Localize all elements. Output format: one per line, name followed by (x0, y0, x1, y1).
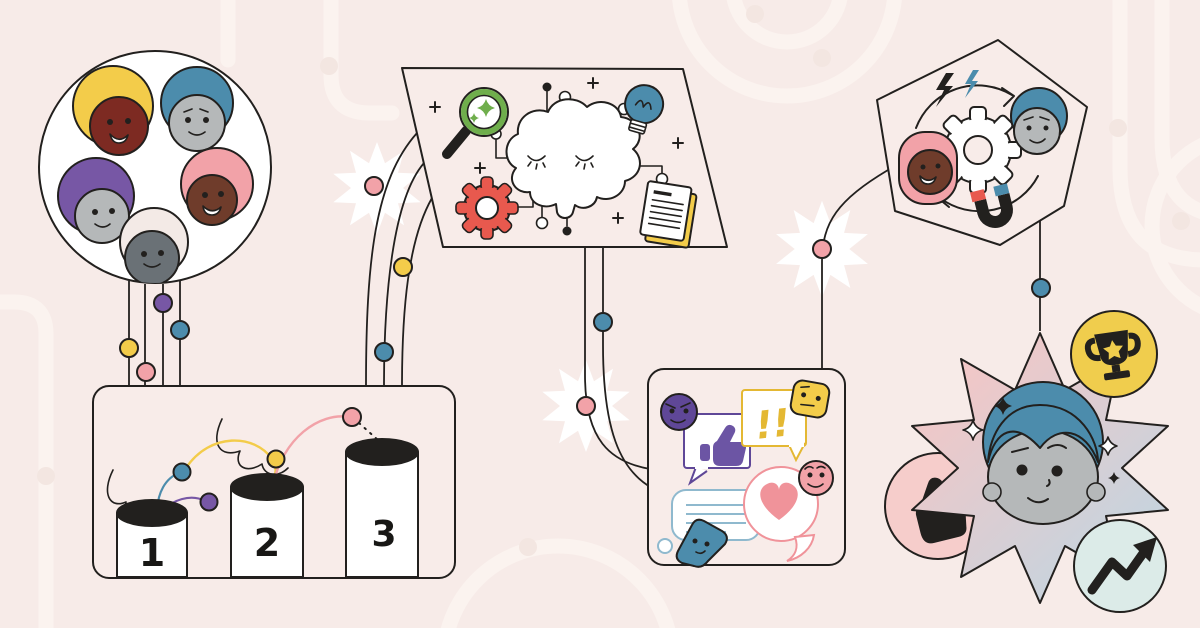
plus-marks (429, 77, 684, 224)
lightning-bolt-icon (936, 73, 954, 107)
sync-hexagon (876, 39, 1088, 246)
magnet-icon (970, 183, 1013, 228)
typing-dot (657, 538, 673, 554)
heart-balloon (743, 466, 819, 562)
connector-panel-to-chat (584, 247, 651, 470)
team-circle (38, 50, 272, 284)
chat-panel: !! (647, 368, 846, 568)
closed-eyes (527, 155, 594, 170)
angry-emoji (660, 393, 698, 431)
winner-face (982, 381, 1106, 525)
trend-badge (1073, 519, 1167, 613)
team-member-face (160, 66, 234, 152)
happy-emoji (798, 460, 834, 496)
lightbulb-icon (624, 84, 665, 135)
podium-label: 2 (254, 521, 280, 565)
podium-label: 3 (371, 514, 396, 555)
trophy-icon (1084, 329, 1141, 381)
teammate-face (1010, 87, 1068, 155)
podium-cylinder: 3 (345, 438, 419, 578)
team-member-face (119, 207, 189, 283)
team-member-face (57, 157, 135, 244)
thumbs-up-bubble (683, 413, 751, 486)
winner-star (884, 310, 1169, 613)
exclamation-text: !! (753, 400, 792, 447)
arc-dots (172, 407, 362, 512)
brain-icon (505, 98, 641, 219)
heart-icon (760, 482, 798, 520)
thumbs-up-icon (700, 444, 710, 461)
triangle-emoji (675, 518, 728, 568)
analysis-panel (401, 67, 728, 249)
teammate-face (898, 131, 958, 205)
lightning-bolt-icon (965, 70, 979, 98)
gear-icon (455, 176, 519, 240)
podium-panel: 1 2 3 (92, 385, 456, 579)
trophy-badge (1070, 310, 1158, 398)
trend-arrow-icon (1087, 537, 1157, 595)
sparkles (962, 397, 1120, 484)
podium-cylinder: 1 (116, 499, 188, 578)
connector-podium-to-panel (365, 132, 418, 387)
connector-dots (119, 176, 1051, 416)
podium-cylinder: 2 (230, 473, 304, 578)
skeptical-square-emoji (789, 379, 831, 419)
podium-label: 1 (139, 531, 165, 575)
team-member-face (72, 65, 154, 156)
cycle-arrows-icon (915, 84, 1039, 213)
clipboard-icon (639, 180, 698, 249)
track-dots (37, 5, 1190, 556)
team-member-face (180, 147, 254, 226)
magnifying-glass-icon (442, 87, 509, 159)
